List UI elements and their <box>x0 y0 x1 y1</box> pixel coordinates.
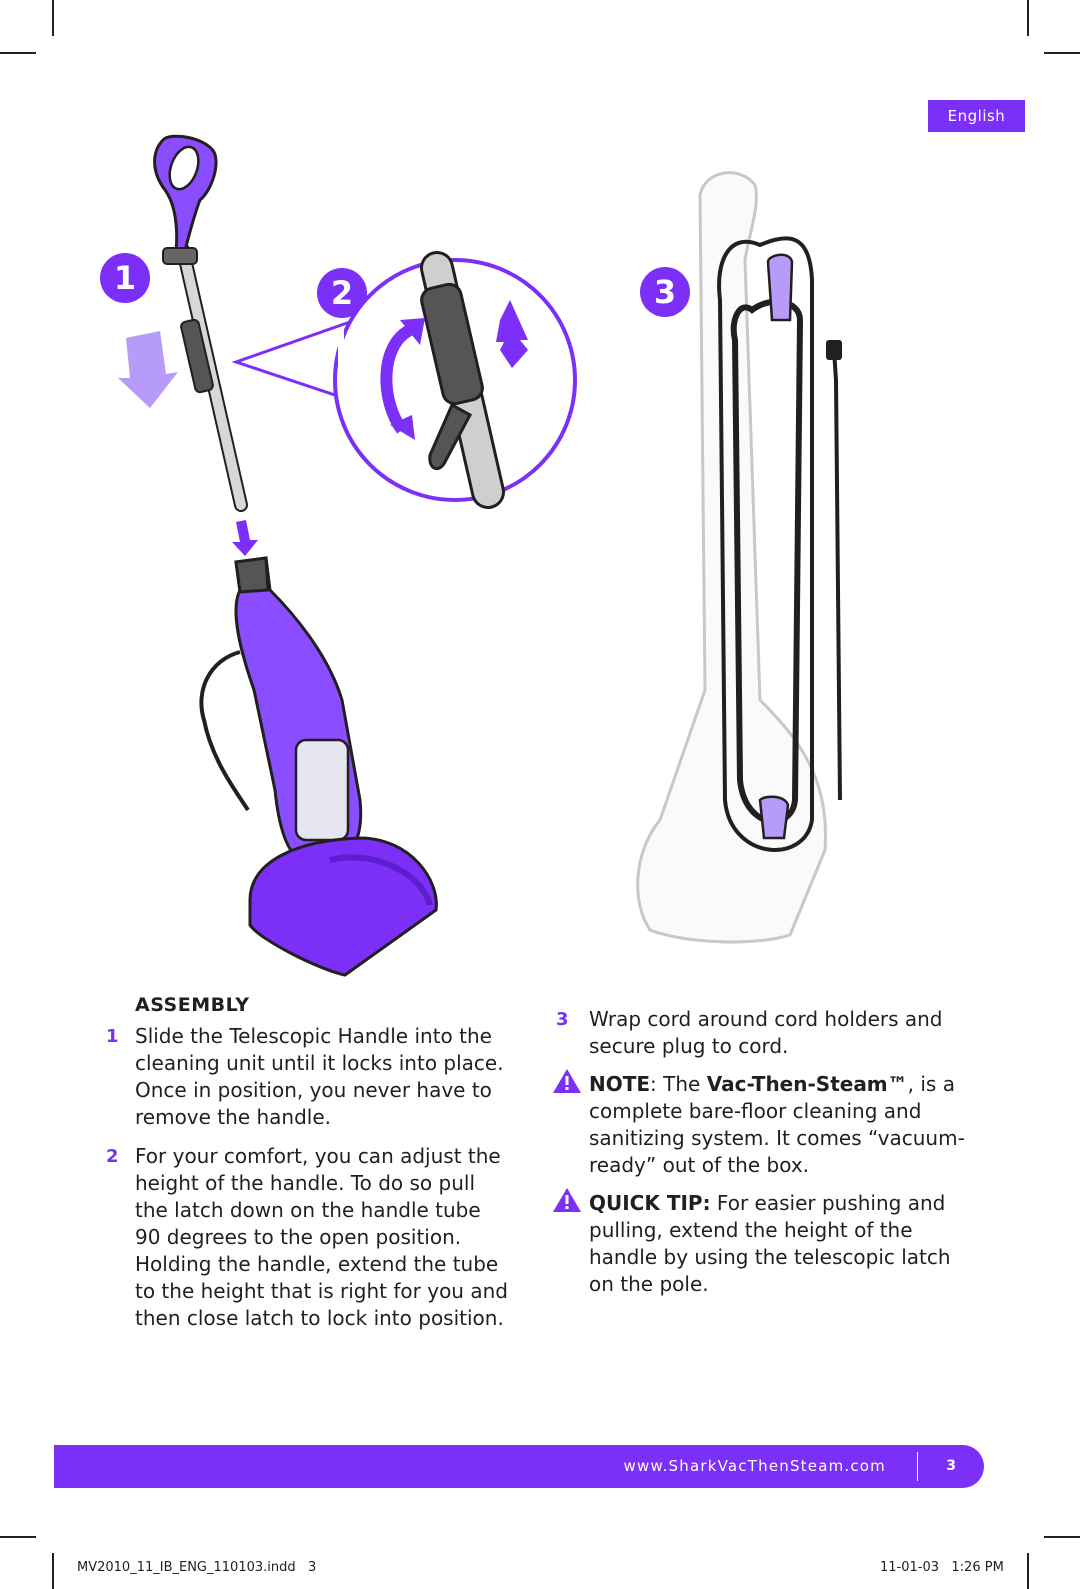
page-number: 3 <box>946 1458 956 1474</box>
warning-icon <box>553 1069 581 1093</box>
item-line: cleaning unit until it locks into place. <box>135 1051 504 1075</box>
item-line: Wrap cord around cord holders and <box>589 1007 943 1031</box>
item-line: For your comfort, you can adjust the <box>135 1144 501 1168</box>
tip-rest: For easier pushing and <box>710 1191 946 1215</box>
vacuum-unit <box>199 556 438 977</box>
assembly-illustration <box>118 134 842 977</box>
step-badge-3: 3 <box>640 267 690 317</box>
item-number: 1 <box>106 1026 119 1047</box>
product-name: Vac-Then-Steam™ <box>706 1072 908 1096</box>
item-line: height of the handle. To do so pull <box>135 1171 475 1195</box>
note-post: , is a <box>907 1072 955 1096</box>
list-item-2: 2 For your comfort, you can adjust the h… <box>106 1143 526 1332</box>
crop-mark <box>0 1536 36 1538</box>
tip-label: QUICK TIP: <box>589 1191 711 1215</box>
item-line: 90 degrees to the open position. <box>135 1225 462 1249</box>
note-first-line: NOTE: The Vac-Then-Steam™, is a <box>589 1071 996 1098</box>
item-number: 3 <box>556 1009 569 1030</box>
item-number: 2 <box>106 1146 119 1167</box>
crop-mark <box>52 0 54 36</box>
note-block: NOTE: The Vac-Then-Steam™, is a complete… <box>553 1069 996 1179</box>
website-link[interactable]: www.SharkVacThenSteam.com <box>623 1457 886 1475</box>
right-column: 3 Wrap cord around cord holders and secu… <box>553 1006 996 1298</box>
item-line: secure plug to cord. <box>589 1034 789 1058</box>
item-line: Once in position, you never have to <box>135 1078 492 1102</box>
note-line: ready” out of the box. <box>589 1153 810 1177</box>
down-arrow-icon <box>118 331 178 408</box>
tip-line: handle by using the telescopic latch <box>589 1245 951 1269</box>
slug-file: MV2010_11_IB_ENG_110103.indd 3 <box>77 1560 317 1575</box>
item-line: Slide the Telescopic Handle into the <box>135 1024 492 1048</box>
quick-tip-block: QUICK TIP: For easier pushing and pullin… <box>553 1188 996 1298</box>
slug-date: 11-01-03 1:26 PM <box>880 1560 1004 1575</box>
step-badge-1: 1 <box>100 253 150 303</box>
item-line: to the height that is right for you and <box>135 1279 508 1303</box>
crop-mark <box>1044 52 1080 54</box>
latch-callout <box>231 251 577 509</box>
list-item-3: 3 Wrap cord around cord holders and secu… <box>556 1006 996 1060</box>
note-label: NOTE <box>589 1072 651 1096</box>
tip-first-line: QUICK TIP: For easier pushing and <box>589 1190 996 1217</box>
note-line: complete bare-floor cleaning and <box>589 1099 922 1123</box>
warning-icon <box>553 1188 581 1212</box>
list-item-1: 1 Slide the Telescopic Handle into the c… <box>106 1023 526 1131</box>
item-line: remove the handle. <box>135 1105 332 1129</box>
note-line: sanitizing system. It comes “vacuum- <box>589 1126 965 1150</box>
item-line: Holding the handle, extend the tube <box>135 1252 499 1276</box>
crop-mark <box>1027 0 1029 36</box>
language-tab: English <box>928 100 1025 132</box>
item-line: then close latch to lock into position. <box>135 1306 504 1330</box>
item-line: the latch down on the handle tube <box>135 1198 481 1222</box>
note-pre: : The <box>650 1072 707 1096</box>
crop-mark <box>1044 1536 1080 1538</box>
tip-line: on the pole. <box>589 1272 709 1296</box>
cord-wrap-illustration <box>636 171 842 944</box>
tip-line: pulling, extend the height of the <box>589 1218 913 1242</box>
section-heading: ASSEMBLY <box>135 994 250 1016</box>
assembly-section: ASSEMBLY 1 Slide the Telescopic Handle i… <box>106 992 526 1332</box>
crop-mark <box>0 52 36 54</box>
telescopic-handle <box>153 134 248 512</box>
footer-bar: www.SharkVacThenSteam.com 3 <box>54 1445 984 1488</box>
crop-mark <box>52 1553 54 1589</box>
footer-divider <box>916 1452 918 1481</box>
down-arrow-icon <box>232 520 258 556</box>
crop-mark <box>1027 1553 1029 1589</box>
